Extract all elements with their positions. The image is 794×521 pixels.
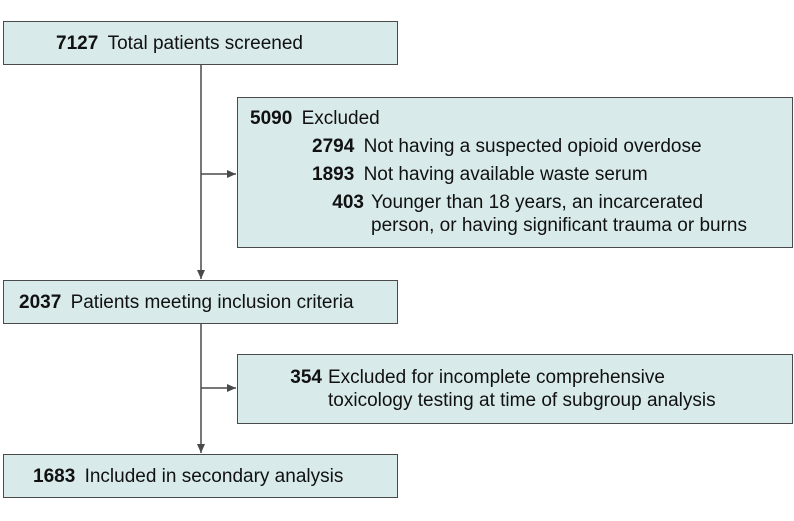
inclusion-label: Patients meeting inclusion criteria xyxy=(70,292,354,313)
reason-label: Not having available waste serum xyxy=(363,164,648,185)
excluded-incomplete-label-line2: toxicology testing at time of subgroup a… xyxy=(328,390,716,411)
screened-row: 7127 Total patients screened xyxy=(56,32,303,55)
excluded-row: 5090 Excluded xyxy=(250,107,380,130)
excluded-incomplete-box: 354 Excluded for incomplete comprehensiv… xyxy=(237,354,793,424)
reason-label-line2: person, or having significant trauma or … xyxy=(371,215,747,236)
excluded-incomplete-count-wrap: 354 xyxy=(282,366,322,389)
reason-count: 2794 xyxy=(312,136,355,157)
excluded-count: 5090 xyxy=(250,108,293,129)
excluded-label: Excluded xyxy=(301,108,380,129)
inclusion-box: 2037 Patients meeting inclusion criteria xyxy=(3,280,398,324)
inclusion-row: 2037 Patients meeting inclusion criteria xyxy=(19,291,354,314)
reason-label: Not having a suspected opioid overdose xyxy=(363,136,702,157)
reason-count-wrap: 403 xyxy=(312,191,364,214)
included-label: Included in secondary analysis xyxy=(84,466,344,487)
included-box: 1683 Included in secondary analysis xyxy=(3,454,398,498)
included-count: 1683 xyxy=(33,466,76,487)
reason-count: 1893 xyxy=(312,164,355,185)
screened-count: 7127 xyxy=(56,33,99,54)
reason-label-line1: Younger than 18 years, an incarcerated xyxy=(371,192,704,213)
screened-box: 7127 Total patients screened xyxy=(3,21,398,65)
included-row: 1683 Included in secondary analysis xyxy=(33,465,343,488)
reason-count: 403 xyxy=(332,192,364,213)
exclusion-reason-row: 1893 Not having available waste serum xyxy=(312,163,648,186)
screened-label: Total patients screened xyxy=(107,33,303,54)
excluded-incomplete-label-line1: Excluded for incomplete comprehensive xyxy=(328,367,665,388)
exclusion-reason-row: 2794 Not having a suspected opioid overd… xyxy=(312,135,702,158)
inclusion-count: 2037 xyxy=(19,292,62,313)
excluded-box: 5090 Excluded 2794 Not having a suspecte… xyxy=(237,97,793,248)
excluded-incomplete-count: 354 xyxy=(290,367,322,388)
